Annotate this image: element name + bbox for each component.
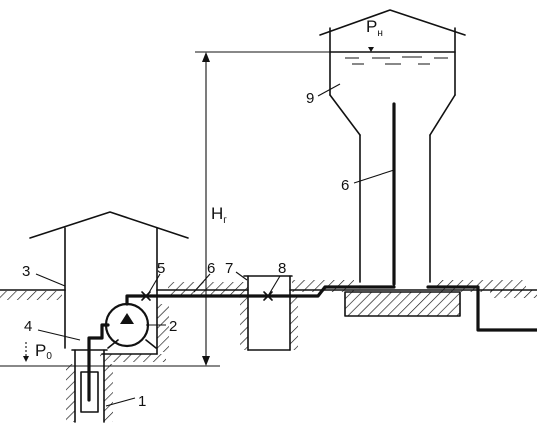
valve-chamber bbox=[240, 275, 298, 351]
head-arrow-bottom bbox=[202, 356, 210, 366]
label-tank-pressure: Pн bbox=[366, 17, 383, 39]
ground-hatch-right-b bbox=[436, 280, 526, 292]
water-tower bbox=[319, 9, 466, 286]
well-pressure-marker bbox=[23, 342, 29, 362]
label-head: Hг bbox=[211, 204, 227, 226]
label-tower-tank: 9 bbox=[306, 90, 314, 107]
leader-9 bbox=[317, 83, 341, 97]
chamber-right-hatch bbox=[290, 296, 298, 350]
main-pipe bbox=[238, 285, 362, 298]
ground-hatch-right-a bbox=[292, 280, 354, 292]
label-chamber: 7 bbox=[225, 260, 233, 277]
tower-roof bbox=[319, 9, 466, 36]
suction-pipe bbox=[87, 323, 110, 402]
leader-8 bbox=[267, 275, 281, 297]
water-surface-waves bbox=[345, 56, 448, 65]
leader-6-tower bbox=[353, 169, 395, 184]
label-well: 1 bbox=[138, 393, 146, 410]
tower-foundation-outline bbox=[344, 291, 461, 317]
head-dimension bbox=[0, 51, 455, 367]
discharge-riser bbox=[125, 294, 242, 306]
label-tank-pressure-sub: н bbox=[377, 28, 383, 39]
label-well-pressure: P0 bbox=[35, 341, 52, 362]
ground-hatch-mid bbox=[168, 282, 248, 296]
label-pump-house: 3 bbox=[22, 263, 30, 280]
label-pump: 2 bbox=[169, 318, 177, 335]
pit-right-wall-hatch bbox=[157, 304, 169, 352]
pump-impeller-arrow bbox=[120, 313, 134, 324]
pump-house bbox=[29, 211, 189, 362]
label-head-sub: г bbox=[223, 215, 227, 226]
ground-hatch-left bbox=[0, 291, 62, 300]
pump-body bbox=[104, 302, 150, 348]
well-left-hatch bbox=[66, 364, 75, 422]
leader-4 bbox=[37, 329, 81, 341]
leader-5 bbox=[146, 273, 161, 297]
distribution-pipe bbox=[426, 285, 537, 332]
leader-7 bbox=[235, 271, 248, 281]
label-valve-chamber: 8 bbox=[278, 260, 286, 277]
labels: 1 2 3 4 5 6 7 8 6 9 Hг Pн P0 bbox=[22, 17, 383, 410]
piping bbox=[87, 285, 537, 402]
label-suction-pipe: 4 bbox=[24, 318, 32, 335]
leader-lines bbox=[35, 83, 395, 407]
ground-hatch-right-c bbox=[490, 290, 537, 298]
chamber-left-hatch bbox=[240, 296, 248, 350]
house-roof bbox=[29, 211, 189, 239]
label-pipe-tower: 6 bbox=[341, 177, 349, 194]
label-head-main: H bbox=[211, 204, 223, 223]
label-well-pressure-main: P bbox=[35, 341, 46, 360]
pump-base bbox=[107, 339, 157, 349]
tower-taper-right bbox=[429, 94, 456, 136]
tower-foundation bbox=[345, 292, 460, 316]
leader-6-main bbox=[193, 273, 211, 293]
tower-taper-left bbox=[329, 94, 361, 136]
label-valve-discharge: 5 bbox=[157, 260, 165, 277]
pit-floor-hatch bbox=[100, 354, 166, 362]
label-tank-pressure-main: P bbox=[366, 17, 377, 36]
leader-3 bbox=[35, 273, 66, 287]
leader-1 bbox=[105, 397, 136, 407]
ground bbox=[0, 280, 537, 317]
label-well-pressure-sub: 0 bbox=[46, 351, 52, 362]
well-pressure-arrow bbox=[23, 356, 29, 362]
label-pipe-main: 6 bbox=[207, 260, 215, 277]
well-right-hatch bbox=[104, 364, 113, 422]
water-level-marker bbox=[368, 47, 374, 52]
head-arrow-top bbox=[202, 52, 210, 62]
